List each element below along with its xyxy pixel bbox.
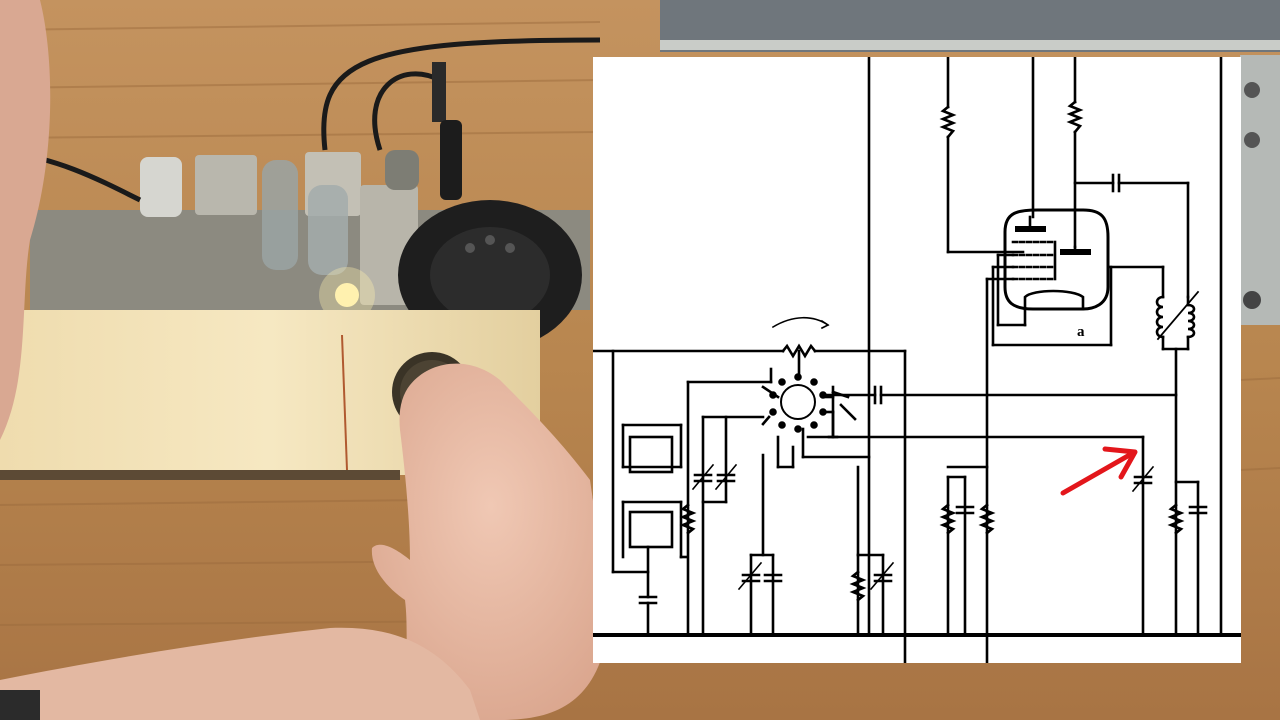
hand-on-knob bbox=[371, 363, 610, 720]
resistor-r2 bbox=[1066, 100, 1084, 134]
coupling-capacitor bbox=[1073, 173, 1190, 299]
left-network bbox=[611, 349, 688, 637]
resistor-cap-right-2 bbox=[1167, 480, 1208, 637]
variable-capacitor-pair-left bbox=[691, 415, 765, 637]
resistor-and-trimmer-center bbox=[849, 465, 895, 637]
trimmer-capacitor-highlighted bbox=[1131, 465, 1155, 493]
highlight-arrow bbox=[1060, 446, 1138, 496]
band-switch bbox=[591, 316, 907, 637]
variable-capacitor-pair-bottom bbox=[737, 453, 783, 637]
resistor-cap-right-1 bbox=[939, 465, 996, 637]
supply-lines bbox=[867, 55, 1077, 637]
pilot-lamp bbox=[335, 283, 359, 307]
probe bbox=[432, 62, 462, 200]
tuned-coil bbox=[1155, 265, 1200, 637]
resistor-r1 bbox=[939, 105, 957, 139]
resistor-r3 bbox=[679, 503, 697, 535]
signal-lines bbox=[806, 385, 1178, 637]
person-head bbox=[0, 0, 51, 440]
vacuum-tube bbox=[985, 208, 1165, 637]
ground-bus bbox=[591, 55, 1243, 665]
equipment-panel bbox=[1240, 55, 1280, 325]
arm bbox=[0, 627, 480, 720]
circuit-schematic: a bbox=[591, 55, 1243, 665]
tube-anode-label: a bbox=[1077, 324, 1085, 340]
